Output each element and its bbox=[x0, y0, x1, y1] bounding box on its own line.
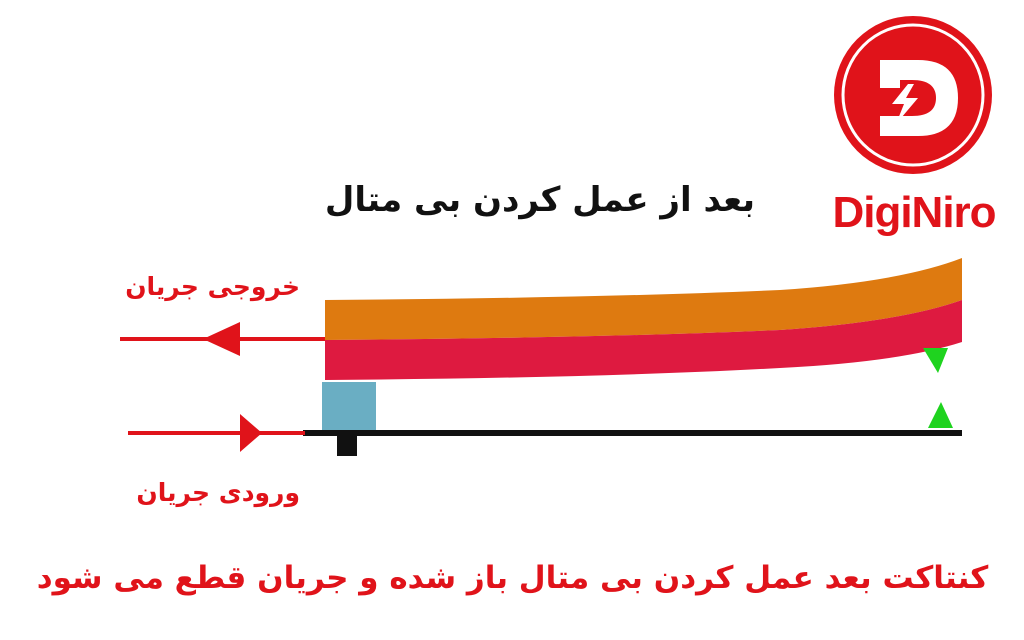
logo-inner-ring bbox=[841, 23, 985, 167]
bimetal-upper-strip bbox=[325, 258, 962, 340]
diginiro-logo bbox=[834, 16, 992, 174]
pivot-marker-lower bbox=[928, 402, 953, 428]
input-arrow-head bbox=[240, 414, 262, 452]
output-arrow-head bbox=[203, 322, 240, 356]
logo-outer-circle bbox=[834, 16, 992, 174]
diagram-caption: کنتاکت بعد عمل کردن بی متال باز شده و جر… bbox=[36, 560, 989, 596]
brand-name: DigiNiro bbox=[832, 188, 996, 237]
lightning-bolt-icon bbox=[892, 84, 918, 124]
base-line bbox=[303, 430, 962, 436]
contact-block bbox=[322, 382, 376, 430]
input-current-label: ورودی جریان bbox=[136, 478, 300, 507]
output-current-label: خروجی جریان bbox=[125, 272, 300, 301]
pivot-marker-upper bbox=[923, 348, 948, 373]
base-terminal bbox=[337, 430, 357, 456]
bimetal-lower-strip bbox=[325, 300, 962, 380]
diagram-title: بعد از عمل کردن بی متال bbox=[324, 180, 756, 220]
